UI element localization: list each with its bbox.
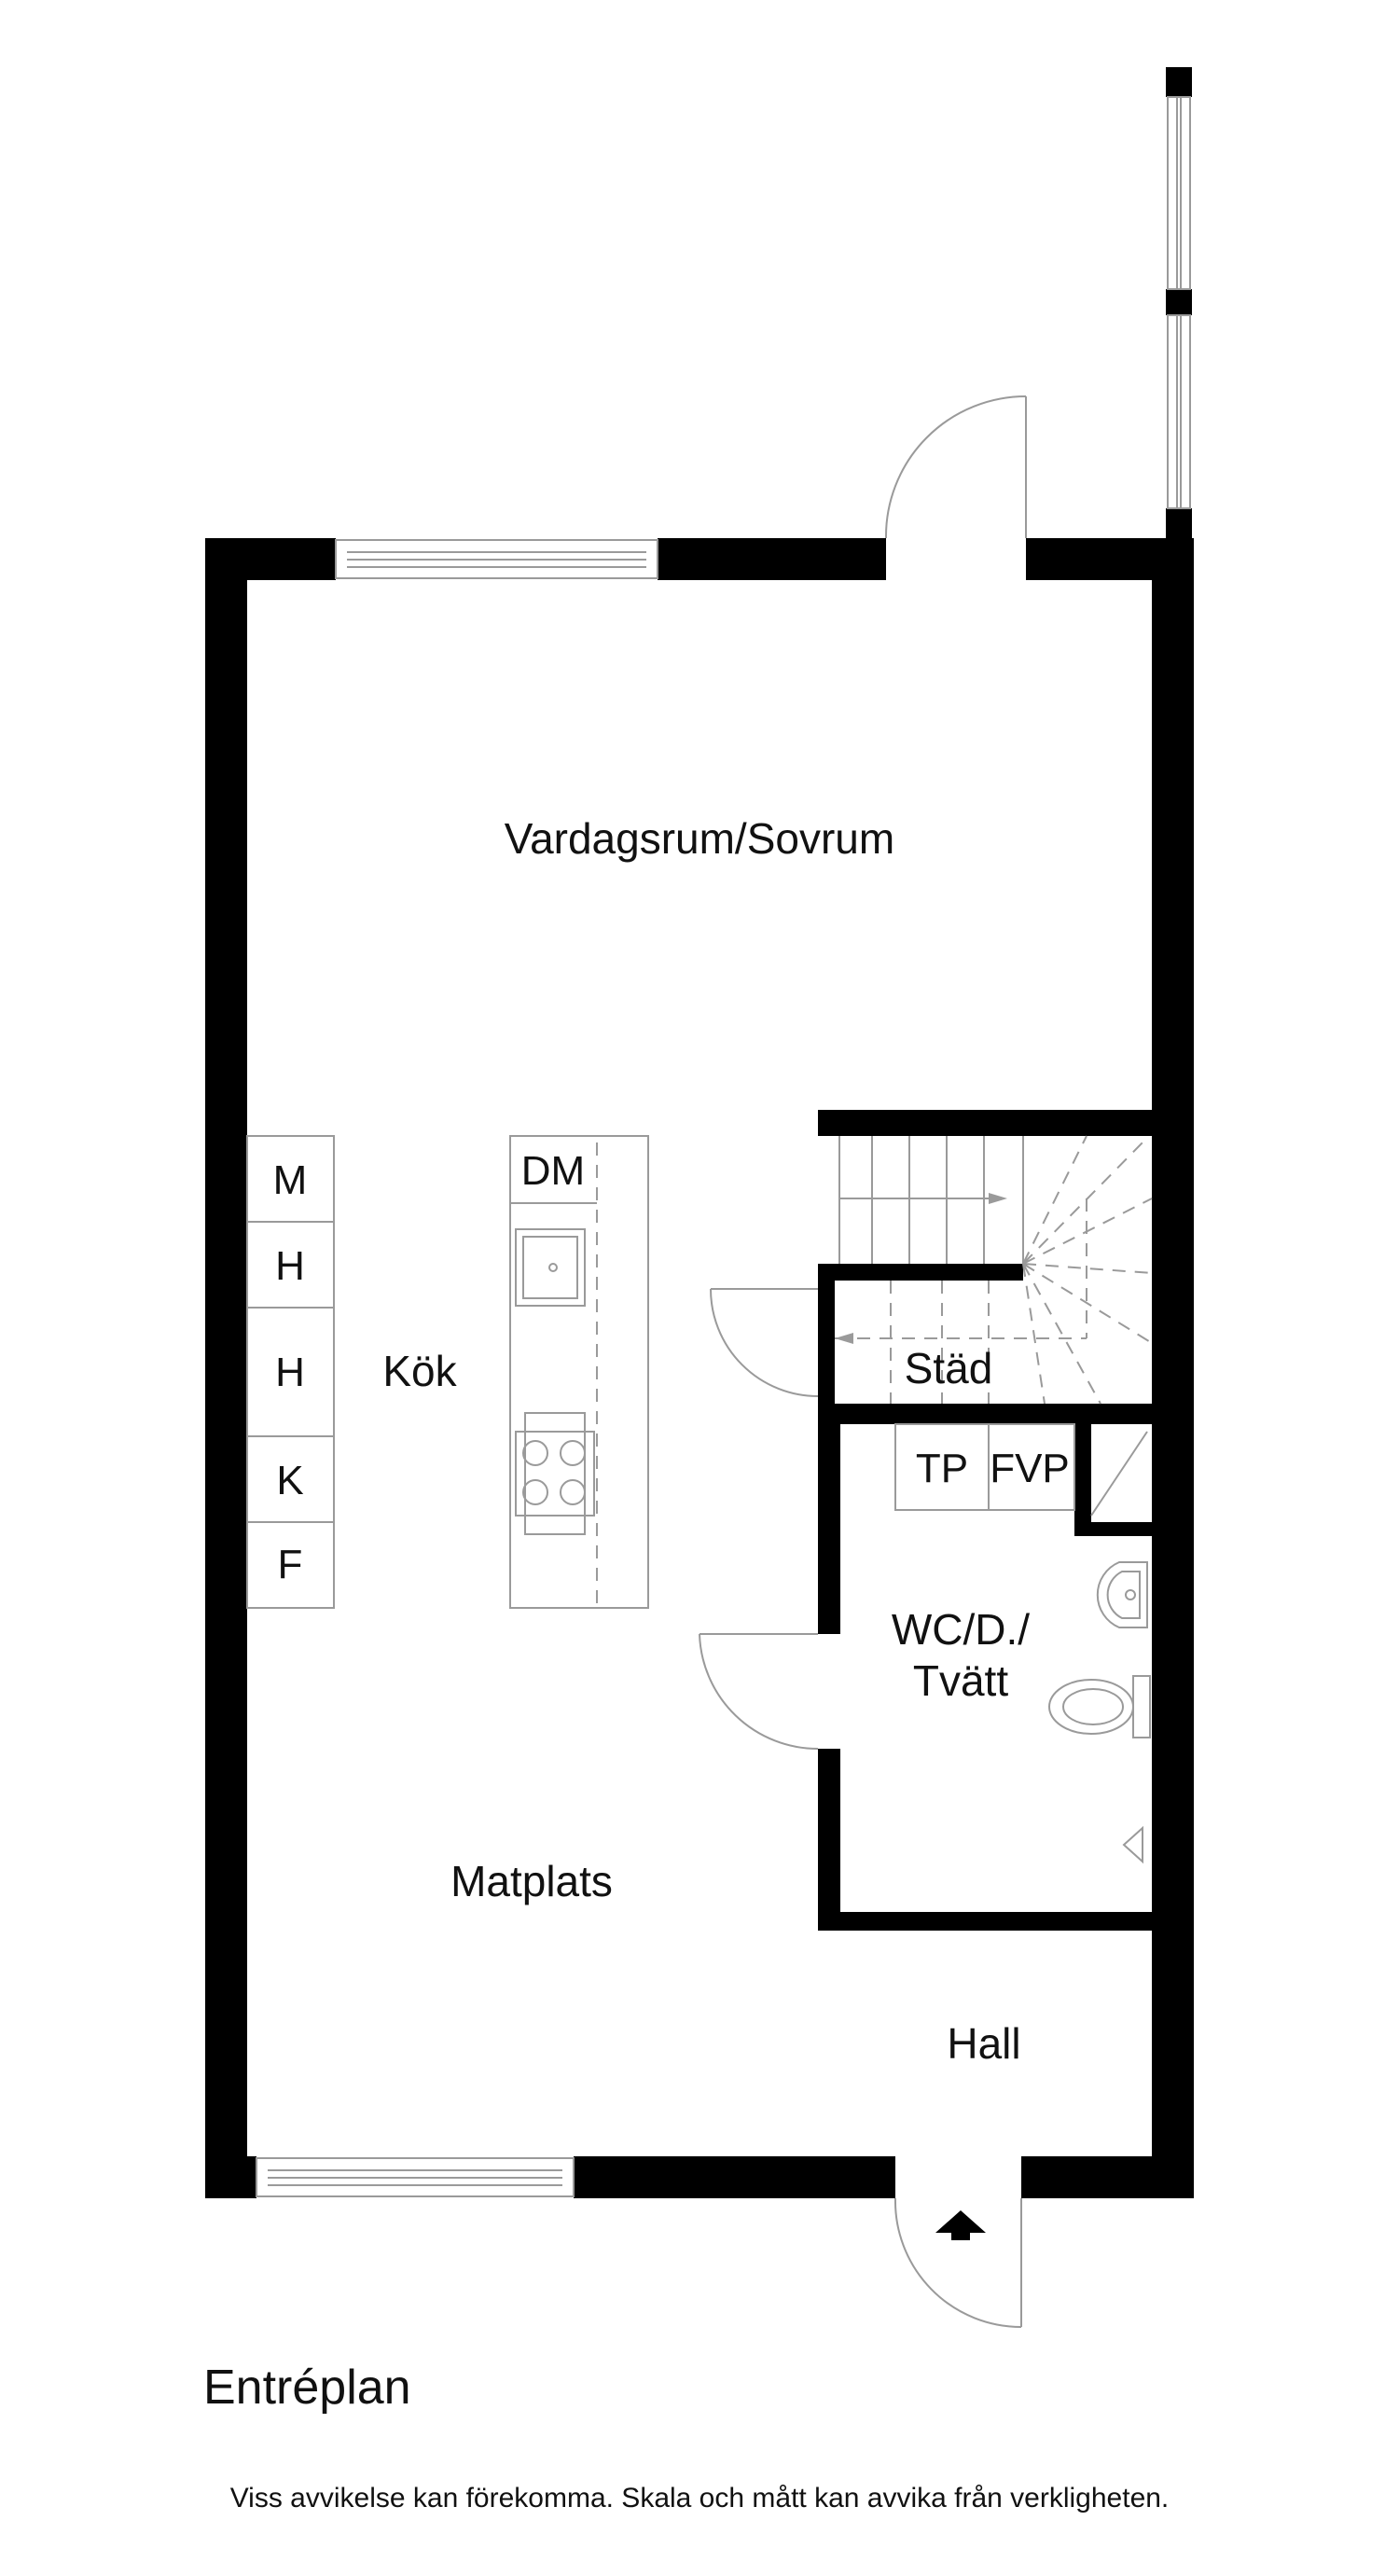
window-top (335, 539, 658, 579)
room-label-stad: Städ (905, 1344, 993, 1392)
door-wc (699, 1633, 819, 1750)
drain-icon (1122, 1825, 1143, 1864)
door-entrance (893, 2197, 1022, 2328)
kitchen-wall-units (246, 1135, 335, 1609)
door-stad (710, 1288, 819, 1397)
plan-title: Entréplan (203, 2361, 411, 2415)
appliance-label-f: F (278, 1542, 303, 1587)
appliance-label-k: K (276, 1458, 303, 1503)
laundry-units (894, 1423, 1148, 1517)
appliance-label-fvp: FVP (990, 1446, 1070, 1491)
balcony-railing (1166, 67, 1192, 538)
appliance-label-dm: DM (521, 1148, 585, 1194)
room-label-matplats: Matplats (450, 1857, 613, 1905)
staircase (835, 1135, 1153, 1405)
door-top (884, 395, 1027, 539)
room-label-wc-line2: Tvätt (913, 1656, 1008, 1705)
exterior-walls (205, 538, 1194, 2198)
room-label-vardagsrum: Vardagsrum/Sovrum (505, 814, 894, 863)
appliance-label-tp: TP (916, 1446, 968, 1491)
stove-icon (515, 1412, 595, 1535)
sink-icon (515, 1228, 586, 1307)
appliance-label-h1: H (275, 1243, 305, 1289)
disclaimer: Viss avvikelse kan förekomma. Skala och … (229, 2483, 1170, 2514)
washbasin-icon (1096, 1561, 1148, 1628)
room-label-kok: Kök (382, 1347, 457, 1395)
appliance-label-m: M (273, 1157, 308, 1203)
toilet-icon (1048, 1675, 1151, 1738)
room-label-wc-line1: WC/D./ (892, 1605, 1030, 1654)
window-bottom (256, 2157, 575, 2197)
entrance-arrow-icon (935, 2210, 986, 2240)
appliance-label-h2: H (275, 1350, 305, 1395)
interior-walls (818, 1110, 1152, 1931)
room-label-hall: Hall (947, 2019, 1020, 2068)
kitchen-island (509, 1135, 649, 1609)
